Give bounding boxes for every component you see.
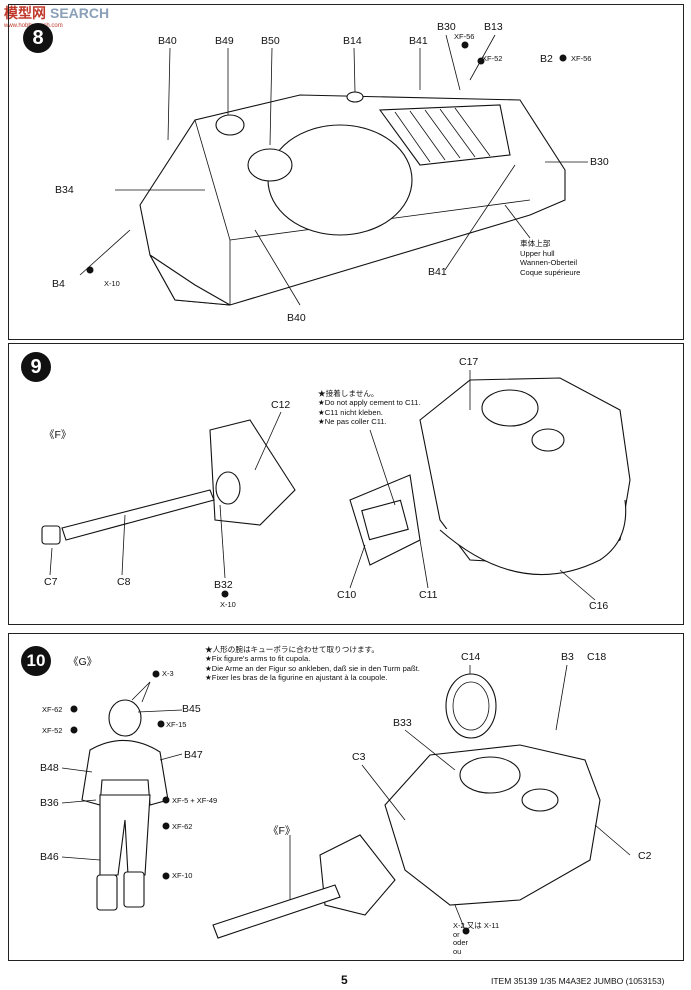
note-jp: ★接着しません。: [318, 389, 379, 398]
note-fr: ★Fixer les bras de la figurine en ajusta…: [205, 673, 388, 683]
paint-xf52-a: XF-52: [482, 54, 503, 63]
label-b47: B47: [184, 749, 203, 761]
page-number: 5: [341, 973, 348, 987]
label-b32: B32: [214, 579, 233, 591]
paint-or-fr: ou: [453, 946, 462, 956]
item-code: ITEM 35139 1/35 M4A3E2 JUMBO (1053153): [491, 976, 665, 986]
label-b45: B45: [182, 703, 201, 715]
part-name-jp: 車体上部: [520, 239, 551, 248]
marker-g-step10: 《G》: [68, 656, 98, 668]
paint-x3: X-3: [162, 669, 174, 678]
paint-xf15: XF-15: [166, 720, 187, 729]
paint-x10-step9: X-10: [220, 600, 236, 609]
label-c12: C12: [271, 399, 291, 411]
step-10-panel: 10: [8, 633, 684, 961]
paint-xf56-a: XF-56: [454, 32, 475, 41]
label-c17: C17: [459, 356, 479, 368]
watermark-brand: SEARCH: [50, 5, 110, 21]
part-name-fr: Coque supérieure: [520, 267, 581, 277]
paint-xf56-b: XF-56: [571, 54, 592, 63]
label-b2: B2: [540, 53, 553, 65]
marker-f-step9: 《F》: [44, 429, 72, 441]
label-b41-top: B41: [409, 35, 428, 47]
note-en: ★Fix figure's arms to fit cupola.: [205, 654, 311, 664]
part-name-upper-hull: 車体上部 Upper hull Wannen-Oberteil Coque su…: [520, 239, 580, 277]
label-b40-bottom: B40: [287, 312, 306, 324]
step-8-number: 8: [23, 23, 53, 53]
label-b4: B4: [52, 278, 65, 290]
step-8-panel: 8: [8, 4, 684, 340]
paint-or-de: oder: [453, 938, 469, 948]
label-b49: B49: [215, 35, 234, 47]
label-b30-top: B30: [437, 21, 456, 33]
label-c10: C10: [337, 589, 357, 601]
note-jp: ★人形の腕はキューポラに合わせて取りつけます。: [205, 645, 379, 654]
paint-xf10: XF-10: [172, 871, 193, 880]
label-b50: B50: [261, 35, 280, 47]
step-9-panel: 9: [8, 343, 684, 625]
note-figure-arms: ★人形の腕はキューポラに合わせて取りつけます。★Fix figure's arm…: [205, 645, 420, 683]
paint-x2-x11: X-2 又は X-11: [453, 921, 500, 930]
note-en: ★Do not apply cement to C11.: [318, 398, 421, 408]
step-10-number: 10: [21, 646, 51, 676]
step-9-number: 9: [21, 352, 51, 382]
paint-xf62-b: XF-62: [172, 822, 193, 831]
label-b3: B3: [561, 651, 574, 663]
label-b41-bottom: B41: [428, 266, 447, 278]
label-b48: B48: [40, 762, 59, 774]
label-b33: B33: [393, 717, 412, 729]
label-b14: B14: [343, 35, 362, 47]
label-b40-top: B40: [158, 35, 177, 47]
note-de: ★C11 nicht kleben.: [318, 407, 383, 417]
label-c16: C16: [589, 600, 609, 612]
part-name-de: Wannen-Oberteil: [520, 258, 578, 267]
paint-x10-step8: X-10: [104, 279, 120, 288]
marker-f-step10: 《F》: [268, 825, 296, 837]
paint-xf62-a: XF-62: [42, 705, 63, 714]
label-c8: C8: [117, 576, 131, 588]
paint-xf5-xf49: XF-5 + XF-49: [172, 796, 218, 805]
label-b13: B13: [484, 21, 503, 33]
label-b46: B46: [40, 851, 59, 863]
note-c11-no-cement: ★接着しません。★Do not apply cement to C11.★C11…: [318, 389, 421, 427]
part-name-en: Upper hull: [520, 248, 555, 258]
paint-xf52: XF-52: [42, 726, 63, 735]
note-de: ★Die Arme an der Figur so ankleben, daß …: [205, 663, 420, 673]
paint-turret-colors: X-2 又は X-11 or oder ou: [453, 921, 500, 956]
note-fr: ★Ne pas coller C11.: [318, 417, 387, 427]
label-c2: C2: [638, 850, 652, 862]
label-b30-right: B30: [590, 156, 609, 168]
label-b36: B36: [40, 797, 59, 809]
watermark-zh: 模型网: [4, 5, 46, 21]
label-c18: C18: [587, 651, 607, 663]
label-c7: C7: [44, 576, 58, 588]
label-c3: C3: [352, 751, 366, 763]
label-c14: C14: [461, 651, 481, 663]
label-c11: C11: [419, 589, 438, 601]
label-b34: B34: [55, 184, 74, 196]
paint-or-en: or: [453, 929, 460, 939]
